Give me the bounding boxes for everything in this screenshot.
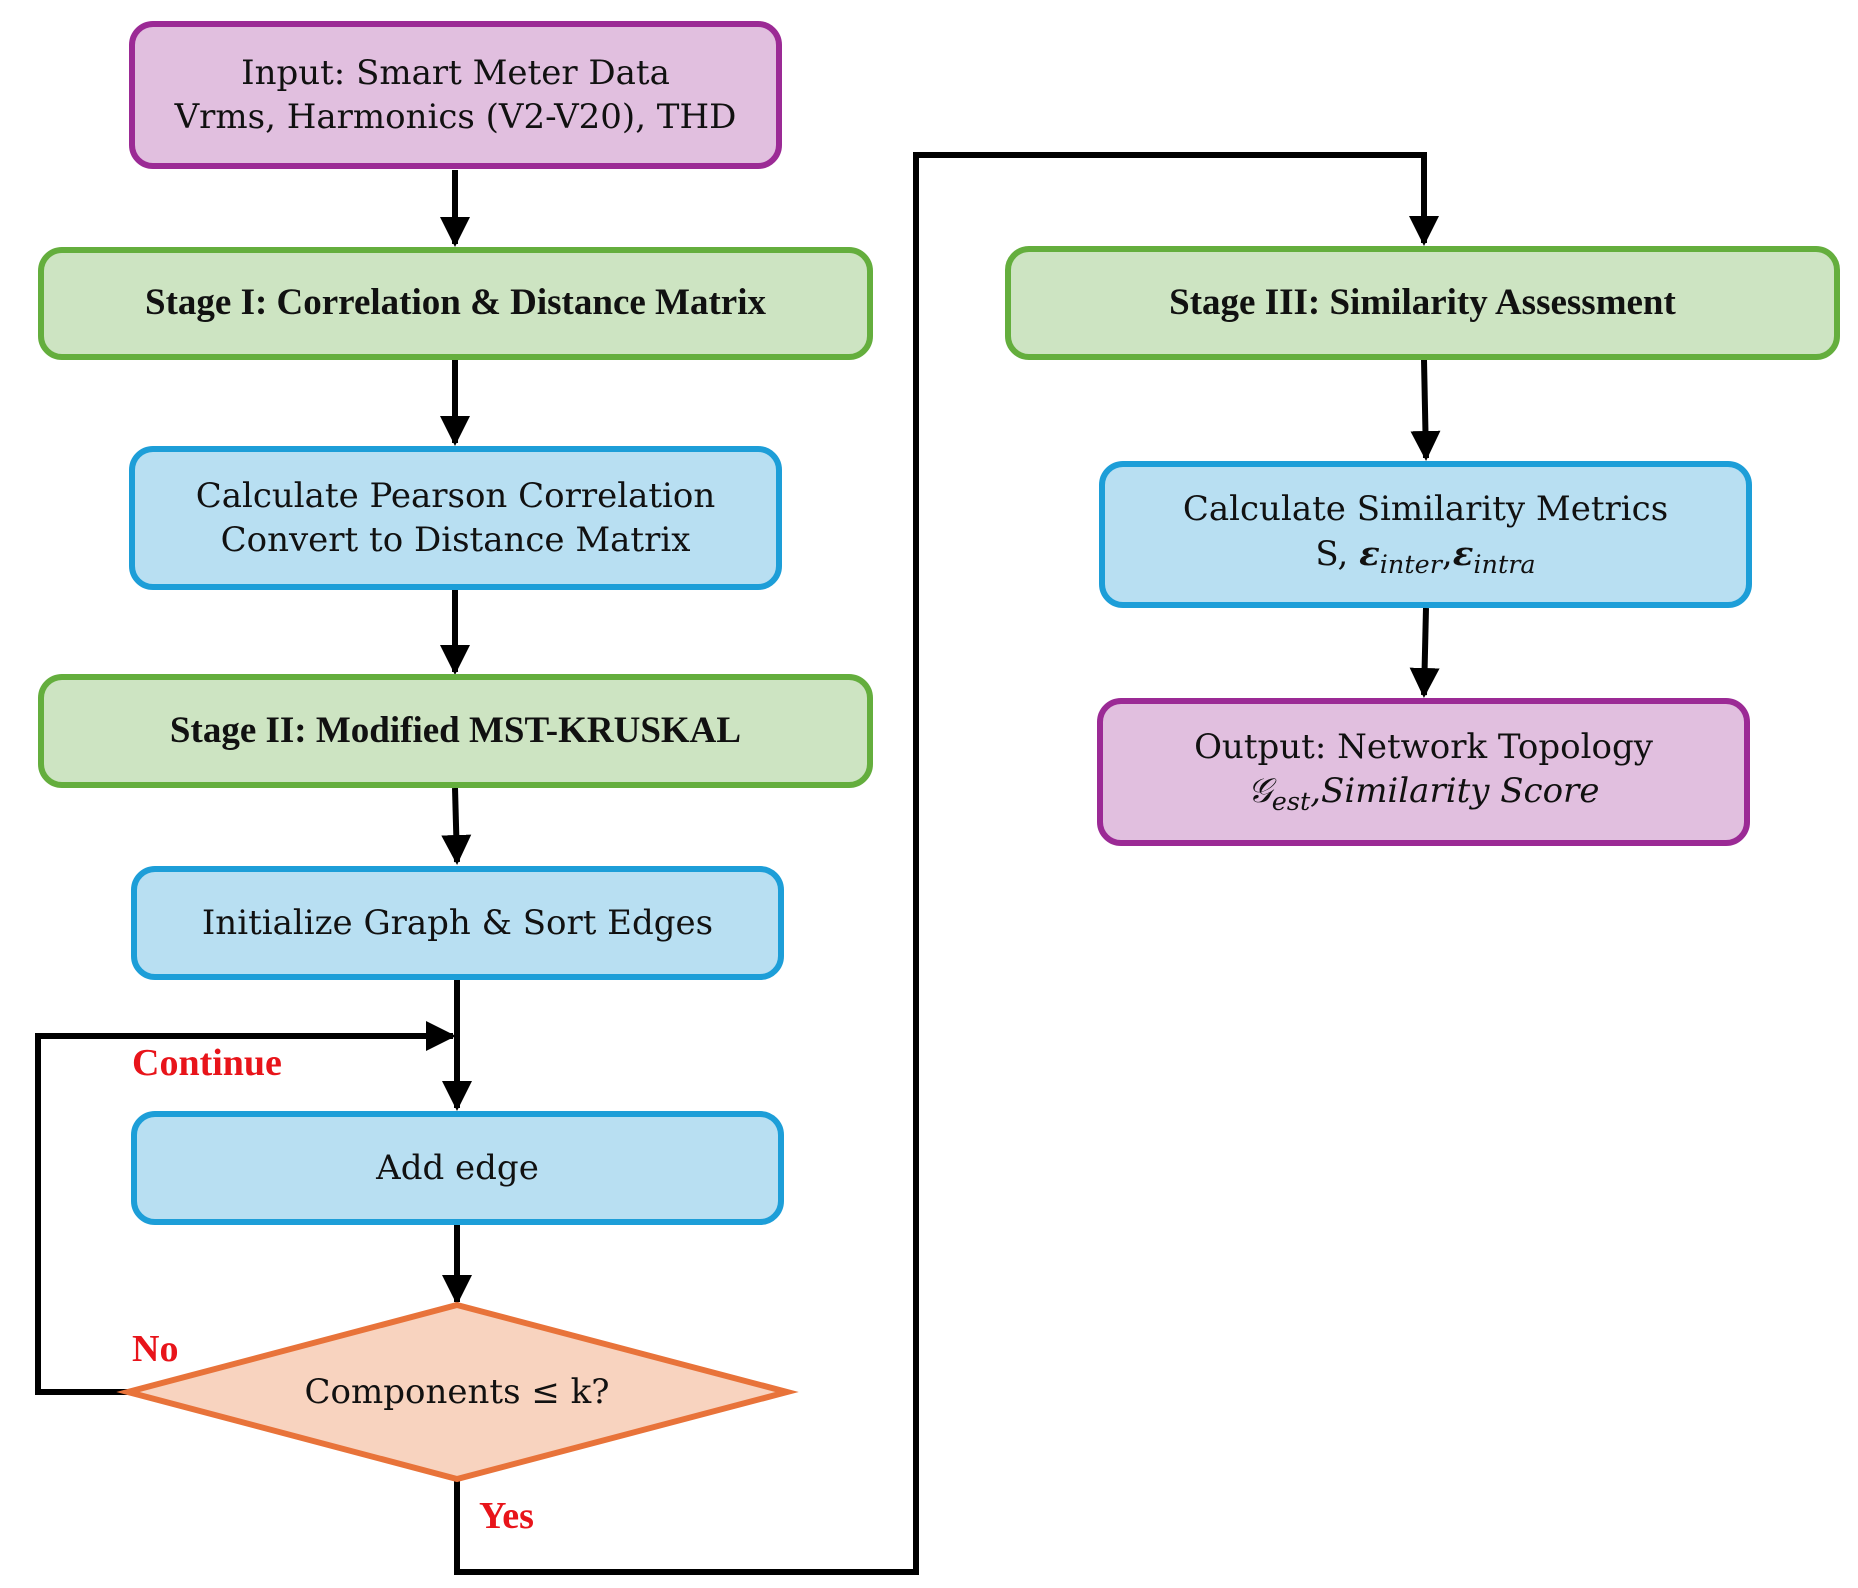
stage2-box: Stage II: Modified MST-KRUSKAL [38, 674, 873, 788]
similarity-line-1: Calculate Similarity Metrics [1182, 489, 1669, 530]
decision-label: Components ≤ k? [304, 1372, 610, 1412]
init-graph-label: Initialize Graph & Sort Edges [201, 902, 714, 943]
correlation-box: Calculate Pearson Correlation Convert to… [129, 446, 782, 590]
init-graph-box: Initialize Graph & Sort Edges [131, 866, 784, 980]
stage2-title: Stage II: Modified MST-KRUSKAL [169, 709, 742, 751]
similarity-metrics: S, εinter,εintra [1315, 532, 1535, 582]
correlation-line-1: Calculate Pearson Correlation [195, 475, 716, 516]
metric-s: S, [1315, 533, 1349, 574]
metric-comma: , [1441, 533, 1453, 574]
yes-label: Yes [479, 1495, 534, 1537]
add-edge-box: Add edge [131, 1111, 784, 1225]
input-line-2: Vrms, Harmonics (V2-V20), THD [174, 97, 737, 137]
no-label: No [132, 1328, 179, 1370]
loop-no-continue [35, 1021, 456, 1395]
stage1-title: Stage I: Correlation & Distance Matrix [145, 282, 766, 324]
decision-diamond [116, 1301, 799, 1483]
arrow-stage3-to-similarity [1410, 359, 1441, 461]
output-line-1: Output: Network Topology [1194, 726, 1653, 767]
output-box: Output: Network Topology 𝒢est,Similarity… [1097, 698, 1750, 846]
input-line-1: Input: Smart Meter Data [241, 52, 670, 93]
correlation-line-2: Convert to Distance Matrix [220, 520, 691, 560]
arrow-stage2-to-init-graph [441, 787, 472, 865]
output-line-2: 𝒢est,Similarity Score [1248, 769, 1600, 819]
stage3-title: Stage III: Similarity Assessment [1169, 281, 1676, 323]
stage3-box: Stage III: Similarity Assessment [1005, 246, 1840, 360]
similarity-box: Calculate Similarity Metrics S, εinter,ε… [1099, 461, 1752, 608]
arrow-similarity-to-output [1409, 607, 1440, 698]
g-est-symbol: 𝒢 [1247, 771, 1272, 812]
epsilon-intra-symbol: ε [1452, 533, 1474, 574]
continue-label: Continue [132, 1042, 282, 1084]
stage1-box: Stage I: Correlation & Distance Matrix [38, 247, 873, 360]
input-box: Input: Smart Meter Data Vrms, Harmonics … [129, 21, 782, 169]
g-est-subscript: est [1271, 786, 1311, 817]
path-yes-to-stage3 [454, 152, 1439, 1575]
epsilon-inter-symbol: ε [1359, 533, 1380, 574]
add-edge-label: Add edge [376, 1147, 539, 1188]
similarity-score-text: ,Similarity Score [1310, 771, 1600, 812]
epsilon-intra-subscript: intra [1473, 549, 1536, 580]
epsilon-inter-subscript: inter [1379, 549, 1442, 580]
